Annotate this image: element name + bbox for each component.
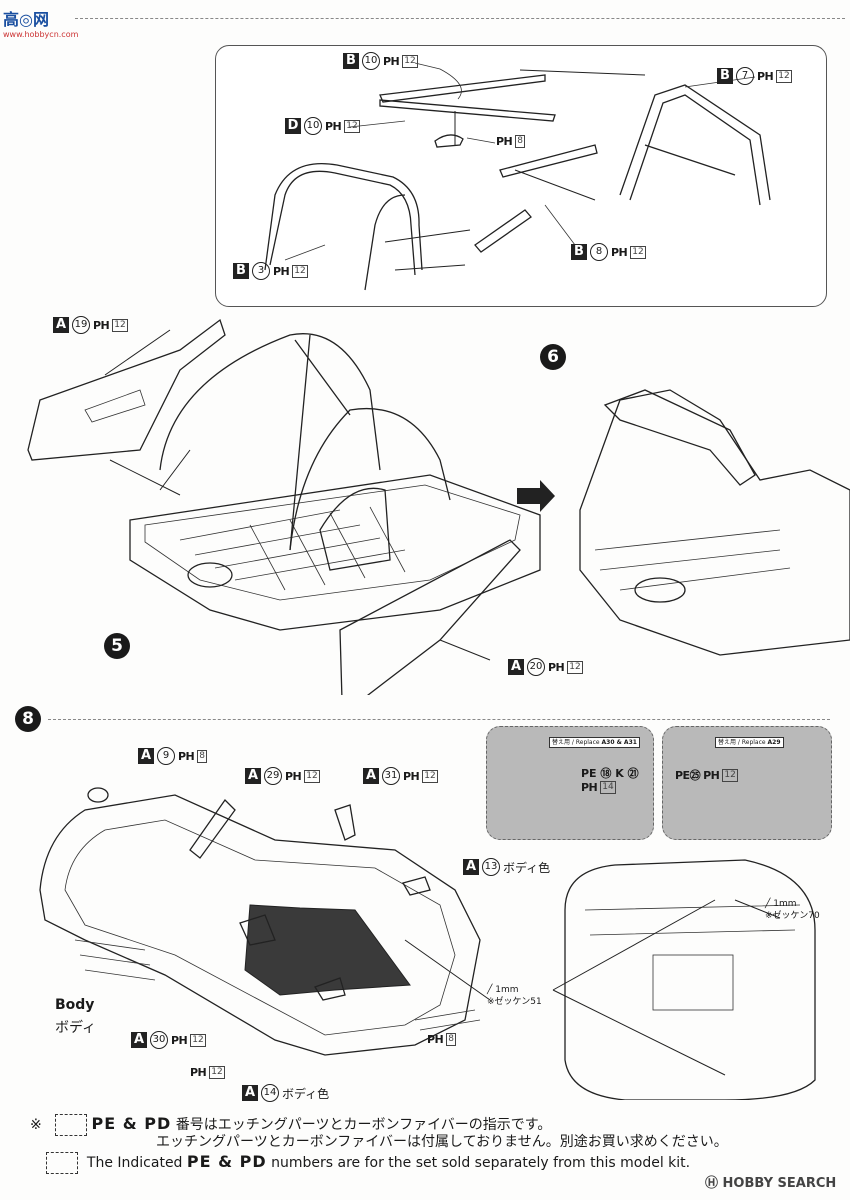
step-8-badge: 8 [15,706,41,732]
hobby-search-icon: Ⓗ [705,1176,719,1191]
site-url: www.hobbycn.com [3,30,79,39]
decal-line-icon: ╱ [765,899,771,909]
step-5-badge: 5 [104,633,130,659]
body-label-jp: ボディ [55,1020,97,1036]
inset-pe-line: PE ⑱ K ㉑ [581,767,639,780]
inset-replace-label: 替え用 / Replace A30 & A31 [549,737,640,748]
chassis-assembly-drawing [27,318,850,695]
footer-dashed-box [55,1114,88,1136]
rollcage-drawing [264,62,771,291]
decal-51-callout: ╱ 1mm ※ゼッケン51 [487,985,542,1007]
decal-line-icon: ╱ [487,985,493,995]
footer-jp-line1: ※ PE & PD 番号はエッチングパーツとカーボンファイバーの指示です。 [30,1114,551,1136]
top-divider [75,18,845,19]
body-label-en: Body [55,997,95,1013]
footer-dashed-box [46,1152,78,1174]
inset-replace-label: 替え用 / Replace A29 [715,737,784,748]
footer-jp-line2: エッチングパーツとカーボンファイバーは付属しておりません。別途お買い求めください… [156,1134,728,1150]
rollcage-panel [215,45,827,307]
decal-70-callout: ╱ 1mm ※ゼッケン70 [765,899,820,921]
source-watermark: Ⓗ HOBBY SEARCH [705,1176,837,1191]
site-watermark: 高◎网 www.hobbycn.com [3,6,79,39]
site-logo: 高◎网 [3,10,49,29]
step-6-badge: 6 [540,344,566,370]
step-8-divider [48,719,830,720]
footer-en-line: The Indicated PE & PD numbers are for th… [46,1152,690,1174]
body-underside-drawing [39,787,816,1100]
